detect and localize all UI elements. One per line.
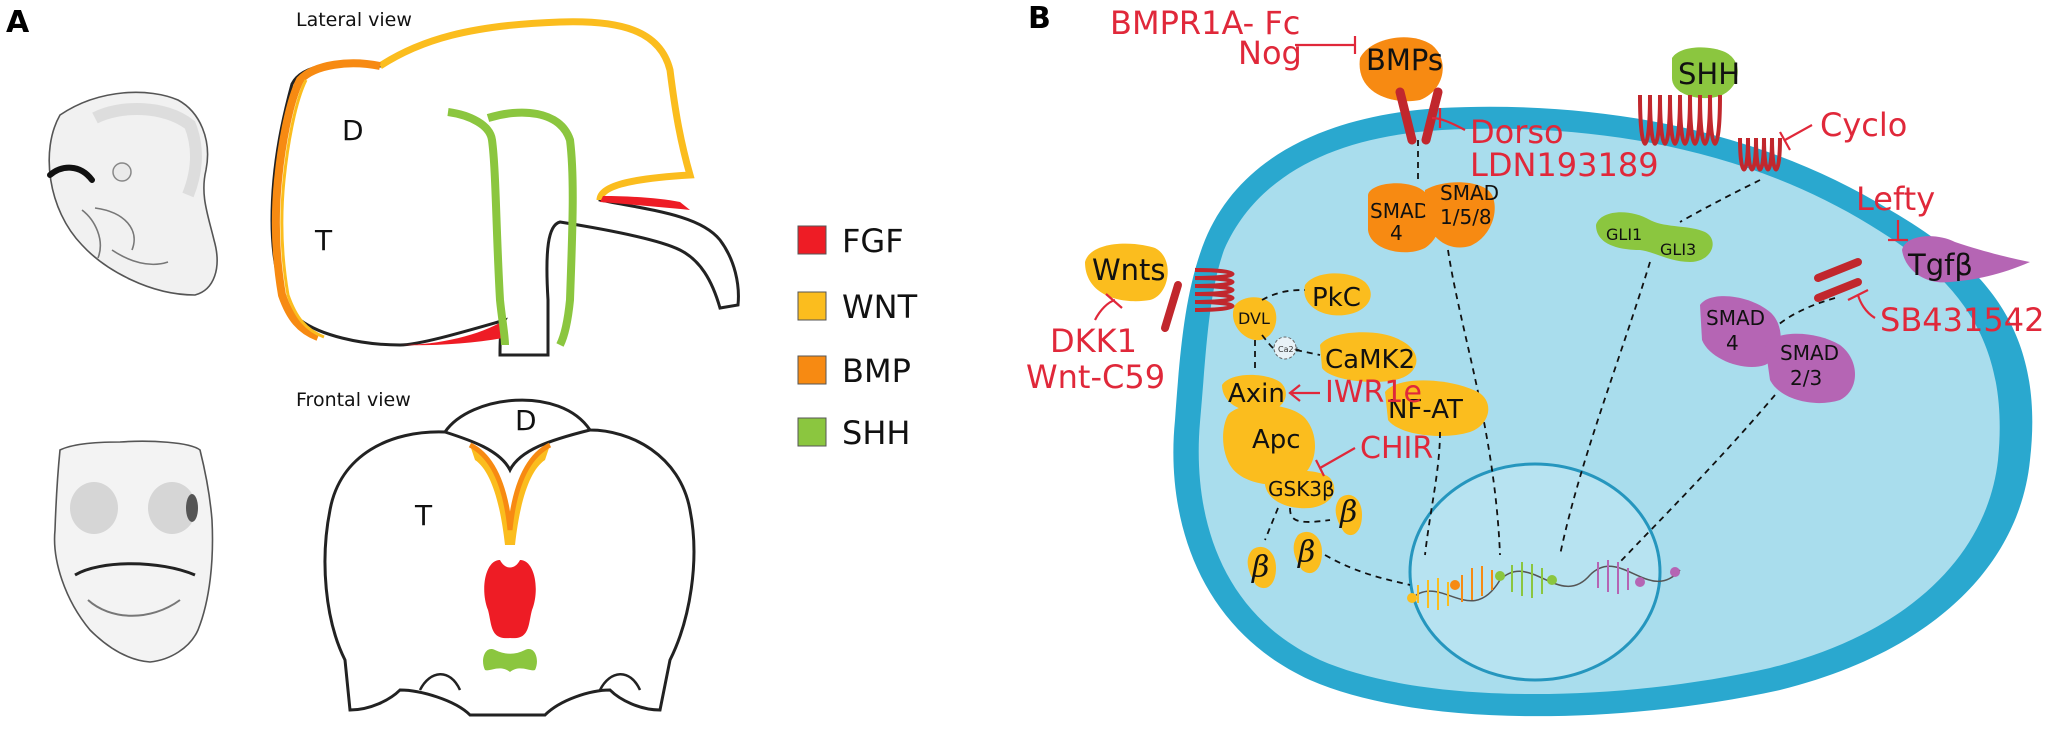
pkc-label: PkC bbox=[1312, 283, 1361, 313]
frontal-view-title: Frontal view bbox=[296, 389, 411, 411]
frizzled-receptor bbox=[1194, 268, 1235, 312]
camk2-label: CaMK2 bbox=[1325, 345, 1415, 375]
smad4-bmp-label-a: SMAD bbox=[1370, 199, 1429, 223]
legend-swatch-bmp bbox=[797, 355, 827, 385]
smad23-label-a: SMAD bbox=[1780, 341, 1839, 365]
smad158-label-b: 1/5/8 bbox=[1440, 205, 1492, 229]
ptch-receptor bbox=[1638, 94, 1722, 146]
smad23-blob bbox=[1765, 333, 1855, 404]
apc-blob bbox=[1223, 404, 1316, 485]
calcium-label: Ca2+ bbox=[1278, 345, 1300, 354]
inhibitor-nog: Nog bbox=[1238, 34, 1302, 72]
cell-cytoplasm bbox=[1198, 128, 2000, 695]
beta3-label: β bbox=[1251, 550, 1269, 585]
wnts-label: Wnts bbox=[1092, 253, 1166, 287]
axin-label: Axin bbox=[1228, 379, 1285, 409]
beta1-label: β bbox=[1339, 495, 1357, 530]
gli1-label: GLI1 bbox=[1606, 225, 1642, 244]
smad4-bmp-label-b: 4 bbox=[1390, 221, 1403, 245]
inhibitor-wntc59: Wnt-C59 bbox=[1026, 358, 1165, 396]
inhibitor-sb: SB431542 bbox=[1880, 301, 2044, 339]
shh-label: SHH bbox=[1678, 57, 1740, 91]
tgfb-ligand bbox=[1902, 236, 2030, 283]
inhibitor-dorso: Dorso bbox=[1470, 113, 1564, 151]
inhibitor-bmpr: BMPR1A- Fc bbox=[1110, 4, 1300, 42]
beta3-blob bbox=[1247, 546, 1276, 589]
lateral-label-t: T bbox=[314, 224, 333, 257]
frontal-label-t: T bbox=[414, 499, 433, 532]
gli-blob bbox=[1596, 212, 1713, 262]
inhibitor-lefty: Lefty bbox=[1856, 180, 1935, 218]
frontal-signal-domains bbox=[468, 442, 552, 672]
nfat-blob bbox=[1385, 380, 1489, 436]
axin-blob bbox=[1222, 374, 1286, 413]
lrp-receptor bbox=[1161, 281, 1182, 332]
lateral-label-d: D bbox=[342, 114, 364, 147]
inhibitor-iwr: IWR1e bbox=[1325, 375, 1422, 410]
gli3-label: GLI3 bbox=[1660, 240, 1696, 259]
smad158-blob bbox=[1425, 182, 1495, 248]
frontal-label-d: D bbox=[515, 404, 537, 437]
camk2-blob bbox=[1320, 332, 1417, 382]
legend-swatch-wnt bbox=[797, 291, 827, 321]
bmp-pathway: BMPs SMAD 4 SMAD 1/5/8 bbox=[1359, 37, 1501, 556]
gsk3b-label: GSK3β bbox=[1268, 477, 1335, 501]
panel-a-letter: A bbox=[6, 5, 30, 40]
shh-pathway: SHH GLI1 GLI3 bbox=[1559, 47, 1782, 556]
wnts-ligand bbox=[1085, 243, 1168, 302]
beta2-label: β bbox=[1297, 535, 1315, 570]
embryo-lateral-sketch bbox=[47, 91, 218, 296]
tgfb-label: Tgfβ bbox=[1907, 248, 1973, 282]
bmp-receptor bbox=[1395, 87, 1443, 145]
smad23-label-b: 2/3 bbox=[1790, 366, 1822, 390]
dvl-label: DVL bbox=[1238, 309, 1270, 328]
calcium-ion bbox=[1273, 336, 1297, 360]
nfat-label: NF-AT bbox=[1388, 395, 1463, 425]
smad4-tgf-label-a: SMAD bbox=[1706, 306, 1765, 330]
lateral-view-title: Lateral view bbox=[296, 9, 412, 31]
panel-b-letter: B bbox=[1028, 1, 1051, 36]
dvl-blob bbox=[1232, 297, 1277, 341]
legend-label-fgf: FGF bbox=[842, 222, 904, 260]
tgfb-receptor bbox=[1814, 258, 1862, 302]
bmps-ligand bbox=[1359, 37, 1443, 102]
legend-swatch-shh bbox=[797, 417, 827, 447]
legend-label-shh: SHH bbox=[842, 414, 910, 452]
legend-label-bmp: BMP bbox=[842, 352, 911, 390]
embryo-frontal-sketch bbox=[53, 440, 214, 663]
apc-label: Apc bbox=[1252, 425, 1301, 455]
frontal-brain-outline bbox=[323, 398, 696, 717]
wnt-pathway: Wnts DVL PkC Ca2+ CaMK2 NF-AT Axin Apc G… bbox=[1085, 243, 1489, 589]
smad4-tgf-label-b: 4 bbox=[1726, 331, 1739, 355]
inhibitors: BMPR1A- Fc Nog Dorso LDN193189 Cyclo Lef… bbox=[1026, 4, 2044, 477]
bmps-label: BMPs bbox=[1366, 43, 1443, 77]
pkc-blob bbox=[1304, 273, 1371, 316]
inhibitor-chir: CHIR bbox=[1360, 431, 1433, 466]
inhibitor-ldn: LDN193189 bbox=[1470, 146, 1659, 184]
legend-label-wnt: WNT bbox=[842, 288, 918, 326]
tgfb-pathway: Tgfβ SMAD 4 SMAD 2/3 bbox=[1619, 236, 2030, 563]
legend: FGF WNT BMP SHH bbox=[797, 222, 918, 452]
smad4-tgf-blob bbox=[1700, 296, 1781, 368]
smad4-bmp-blob bbox=[1368, 183, 1440, 253]
beta1-blob bbox=[1335, 494, 1362, 536]
shh-ligand bbox=[1672, 47, 1738, 99]
inhibitor-dkk: DKK1 bbox=[1050, 322, 1137, 360]
inhibitor-cyclo: Cyclo bbox=[1820, 106, 1907, 144]
smo-receptor bbox=[1738, 137, 1782, 172]
beta2-blob bbox=[1293, 531, 1322, 574]
smad158-label-a: SMAD bbox=[1440, 181, 1499, 205]
legend-swatch-fgf bbox=[797, 225, 827, 255]
lateral-signal-domains bbox=[271, 18, 695, 347]
nucleus bbox=[1408, 462, 1662, 682]
dna-helix bbox=[1407, 560, 1681, 610]
gsk3b-blob bbox=[1264, 470, 1335, 509]
